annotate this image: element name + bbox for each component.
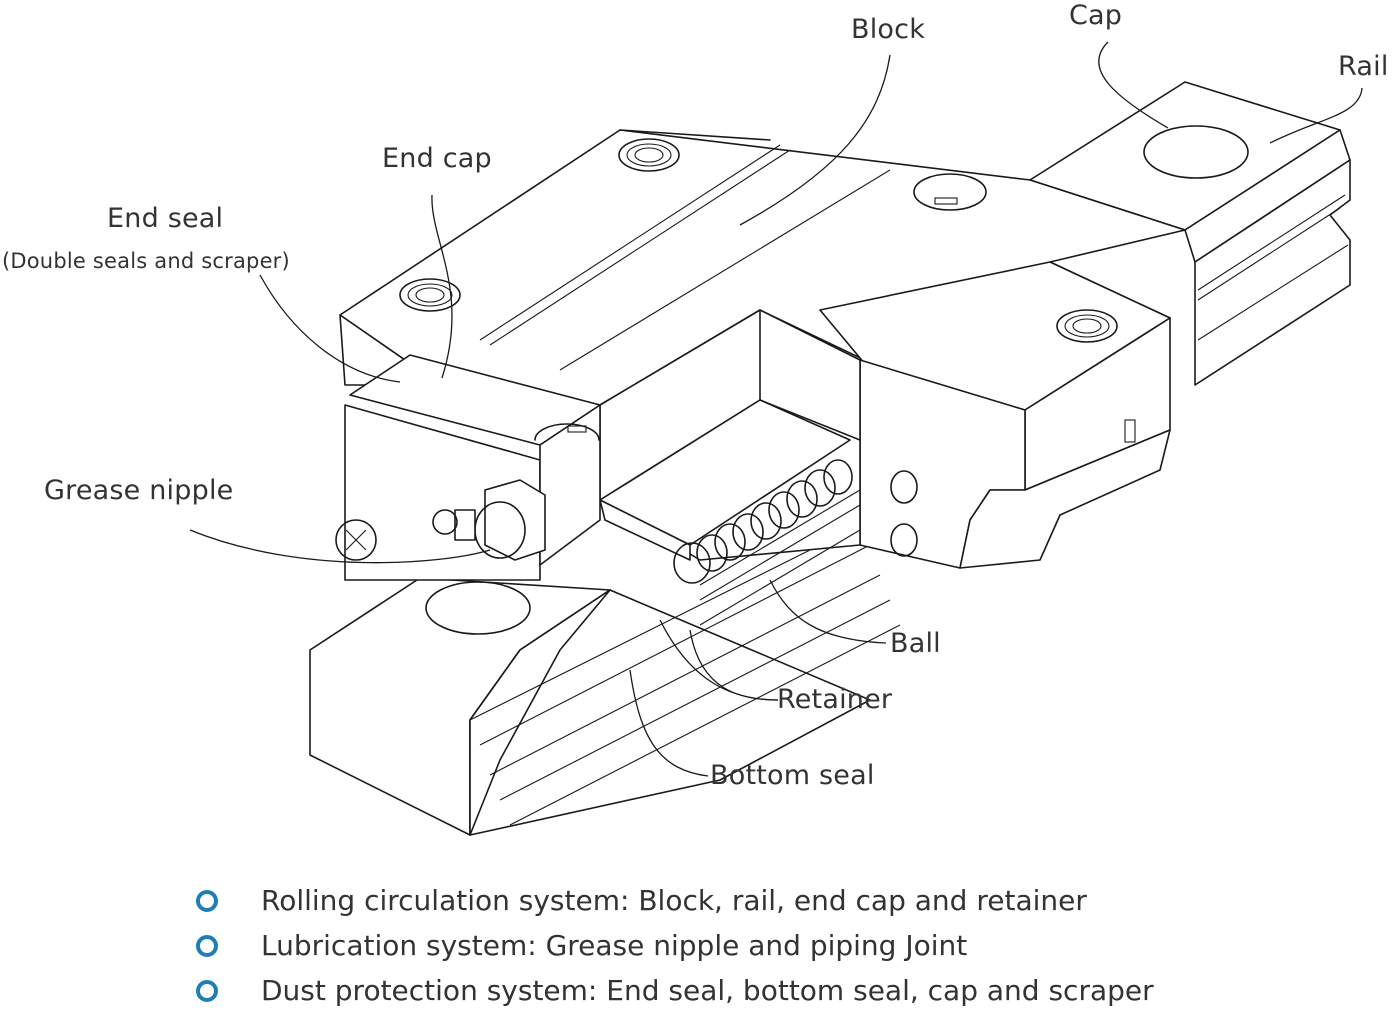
feature-text: Lubrication system: Grease nipple and pi… (261, 929, 968, 962)
feature-item: Lubrication system: Grease nipple and pi… (196, 923, 1154, 968)
label-end-seal: End seal (107, 203, 224, 234)
circle-bullet-icon (196, 934, 218, 957)
feature-item: Dust protection system: End seal, bottom… (196, 968, 1154, 1013)
label-rail: Rail (1338, 51, 1389, 82)
rail-drawing (309, 81, 1351, 836)
label-bottom-seal: Bottom seal (710, 760, 875, 791)
label-end-seal-note: (Double seals and scraper) (2, 249, 290, 273)
leader-lines (189, 41, 1363, 777)
label-grease-nipple: Grease nipple (44, 475, 234, 506)
feature-text: Dust protection system: End seal, bottom… (261, 974, 1154, 1007)
label-end-cap: End cap (382, 143, 492, 174)
feature-item: Rolling circulation system: Block, rail,… (196, 878, 1154, 923)
circle-bullet-icon (196, 979, 218, 1002)
balls-drawing (673, 459, 861, 626)
label-ball: Ball (890, 628, 941, 659)
linear-guide-diagram (189, 41, 1363, 836)
label-block: Block (851, 14, 926, 45)
circle-bullet-icon (196, 889, 218, 912)
feature-text: Rolling circulation system: Block, rail,… (261, 884, 1087, 917)
label-cap: Cap (1069, 0, 1123, 31)
feature-list: Rolling circulation system: Block, rail,… (196, 878, 1154, 1013)
label-retainer: Retainer (777, 684, 893, 715)
end-cap-drawing (335, 354, 601, 581)
